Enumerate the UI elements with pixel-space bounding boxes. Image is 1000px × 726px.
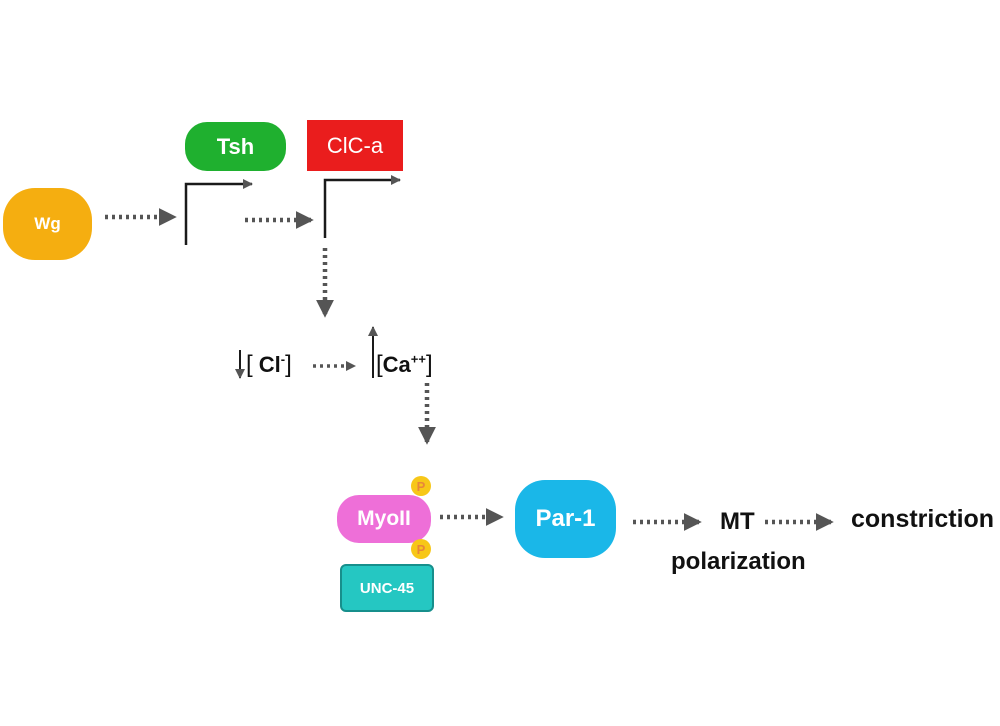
wg-node: Wg (3, 188, 92, 260)
constriction-label: constriction (851, 505, 995, 533)
calcium-symbol: Ca (382, 352, 411, 377)
chloride-concentration: [ Cl-] (246, 351, 292, 379)
calcium-close-bracket: ] (425, 351, 433, 378)
phospho-bottom-badge: P (411, 539, 431, 559)
calcium-open-bracket: [ (376, 351, 383, 378)
par1-node: Par-1 (515, 480, 616, 558)
calcium-concentration: [Ca++] (376, 351, 433, 379)
myoii-node: MyoII (337, 495, 431, 543)
polarization-label: polarization (671, 548, 806, 575)
tsh-promoter-symbol (184, 179, 253, 245)
calcium-charge: ++ (410, 351, 426, 367)
chloride-charge: - (280, 351, 286, 367)
tsh-node: Tsh (185, 122, 286, 171)
chloride-open-bracket: [ (246, 351, 253, 378)
phospho-top-badge: P (411, 476, 431, 496)
clca-promoter-symbol (323, 175, 401, 238)
chloride-close-bracket: ] (285, 351, 292, 378)
clca-node: ClC-a (307, 120, 403, 171)
mt-label: MT (720, 508, 755, 535)
unc45-node: UNC-45 (340, 564, 434, 612)
chloride-symbol: Cl (258, 352, 281, 377)
